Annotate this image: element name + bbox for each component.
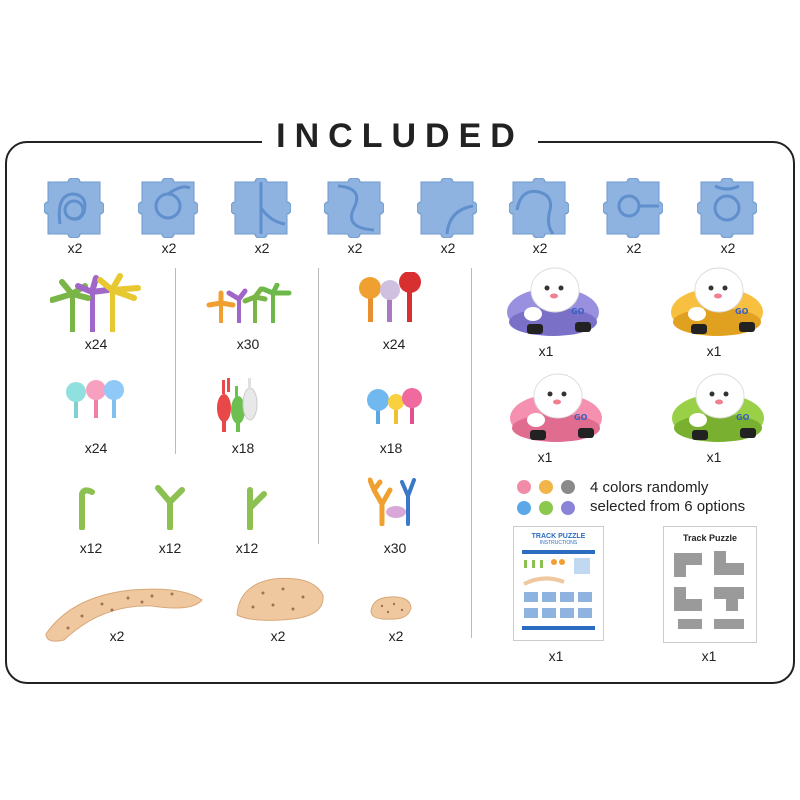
track-tile-4-qty: x2 [347,240,363,256]
car-pink-qty: x1 [537,449,553,465]
car-yellow-qty: x1 [706,343,722,359]
rock-small-image [368,594,414,627]
svg-text:GO: GO [574,413,588,422]
stem-one-image [70,486,100,535]
bunny-rabbits-image [212,376,266,437]
track-tile-5-qty: x2 [440,240,456,256]
color-dot-1 [517,480,531,494]
flowers-colored-image [358,388,430,431]
track-puzzle-sheet: Track Puzzle [663,526,757,643]
car-green-image: GO [668,368,768,451]
colors-note-line1: 4 colors randomly [590,479,709,496]
divider-2 [318,268,319,544]
track-tile-8 [697,178,757,238]
track-tile-7-qty: x2 [626,240,642,256]
car-pink-image: GO [506,368,606,451]
track-tile-1 [44,178,104,238]
palm-trees-qty: x24 [84,336,108,352]
bunny-rabbits-qty: x18 [231,440,255,456]
rock-large-qty: x2 [109,628,125,644]
puzzle-qty: x1 [701,648,717,664]
flowers-round-image [355,271,435,329]
stem-two-qty: x12 [158,540,182,556]
car-purple-image: GO [503,262,603,345]
flowers-colored-qty: x18 [379,440,403,456]
track-tile-1-qty: x2 [67,240,83,256]
small-palms-image [205,282,295,330]
instructions-subtitle: INSTRUCTIONS [539,540,578,546]
flowers-pastel-qty: x24 [84,440,108,456]
color-dot-5 [539,501,553,515]
stem-three-qty: x12 [235,540,259,556]
palm-trees-image [49,272,145,339]
puzzle-title: Track Puzzle [682,533,738,543]
stem-two-image [152,484,188,535]
rock-medium-qty: x2 [270,628,286,644]
color-dot-4 [517,501,531,515]
track-tile-6-qty: x2 [532,240,548,256]
track-tile-3-qty: x2 [254,240,270,256]
car-yellow-image: GO [667,262,767,345]
instructions-contents-image [522,550,595,630]
svg-text:GO: GO [736,413,750,422]
car-green-qty: x1 [706,449,722,465]
track-tile-6 [509,178,569,238]
rock-small-qty: x2 [388,628,404,644]
coral-qty: x30 [383,540,407,556]
color-dot-6 [561,501,575,515]
track-tile-8-qty: x2 [720,240,736,256]
track-tile-7 [603,178,663,238]
flowers-round-qty: x24 [382,336,406,352]
divider-3 [471,268,472,638]
color-dot-2 [539,480,553,494]
instructions-title: TRACK PUZZLE [531,533,586,540]
stem-one-qty: x12 [79,540,103,556]
coral-image [367,476,420,531]
small-palms-qty: x30 [236,336,260,352]
track-tile-2-qty: x2 [161,240,177,256]
flowers-pastel-image [62,380,130,425]
puzzle-patterns-image [674,551,744,629]
instructions-qty: x1 [548,648,564,664]
rock-medium-image [233,575,327,628]
track-tile-2 [138,178,198,238]
track-tile-3 [231,178,291,238]
stem-three-image [240,484,270,535]
page-title: INCLUDED [262,112,538,160]
track-tile-4 [324,178,384,238]
colors-note-line2: selected from 6 options [590,498,746,515]
instruction-sheet: TRACK PUZZLE INSTRUCTIONS [513,526,604,641]
car-purple-qty: x1 [538,343,554,359]
color-dot-3 [561,480,575,494]
rock-large-image [42,582,206,649]
svg-text:GO: GO [735,307,749,316]
svg-text:GO: GO [571,307,585,316]
divider-1 [175,268,176,454]
track-tile-5 [417,178,477,238]
